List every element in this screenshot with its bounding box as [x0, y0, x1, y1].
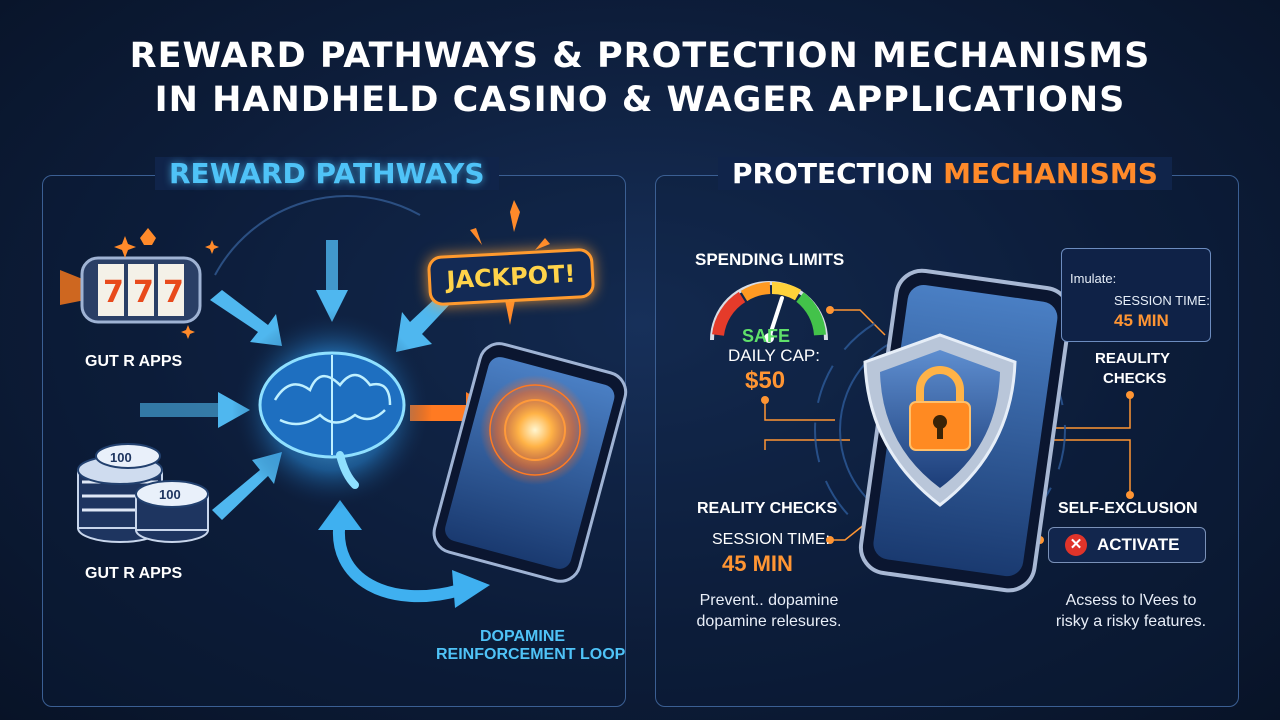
- main-title-line2: IN HANDHELD CASINO & WAGER APPLICATIONS: [154, 80, 1126, 120]
- session-timer-window: Imulate: SESSION TIME: 45 MIN: [1061, 248, 1211, 342]
- poker-chips-icon: [77, 443, 209, 543]
- loop-arrowhead-right: [452, 570, 490, 608]
- chip-value-2: 100: [159, 487, 181, 502]
- jackpot-burst: [470, 200, 550, 325]
- gauge-safe-label: SAFE: [742, 326, 791, 346]
- smartphone-icon-left: [432, 342, 628, 583]
- protection-mechanisms-title: PROTECTION MECHANISMS: [718, 157, 1172, 190]
- window-session-label: SESSION TIME:: [1114, 293, 1210, 308]
- protection-title-part1: PROTECTION: [732, 157, 934, 190]
- chips-apps-label: GUT R APPS: [85, 565, 183, 582]
- self-exclusion-label: SELF-EXCLUSION: [1058, 500, 1198, 517]
- arrow-from-jackpot: [396, 292, 452, 352]
- window-title: Imulate:: [1070, 271, 1117, 286]
- reality-checks-right-2: CHECKS: [1103, 370, 1167, 387]
- reward-pathways-title: REWARD PATHWAYS: [155, 157, 499, 190]
- brain-icon: [232, 310, 432, 510]
- activate-button[interactable]: ✕ ACTIVATE: [1048, 527, 1206, 563]
- prevent-line-1: Prevent.. dopamine: [699, 592, 839, 609]
- access-line-2: risky a risky features.: [1055, 613, 1207, 630]
- daily-cap-value: $50: [745, 367, 786, 394]
- slot-machine-icon: 7 7 7: [60, 228, 202, 324]
- dopamine-loop-label-2: REINFORCEMENT LOOP: [436, 646, 626, 663]
- access-line-1: Acsess to lVees to: [1065, 592, 1197, 609]
- access-description: Acsess to lVees to risky a risky feature…: [1036, 590, 1226, 632]
- daily-cap-label: DAILY CAP:: [728, 346, 820, 365]
- shield-lock-icon: [863, 333, 1017, 507]
- jackpot-badge: JACKPOT!: [426, 247, 596, 307]
- prevent-description: Prevent.. dopamine dopamine relesures.: [684, 590, 854, 632]
- arrow-top: [316, 240, 348, 322]
- spending-limits-label: SPENDING LIMITS: [695, 250, 845, 269]
- reality-checks-right-1: REAULITY: [1095, 350, 1170, 367]
- orbit-arc: [214, 195, 421, 276]
- window-session-value: 45 MIN: [1114, 311, 1169, 330]
- sparkle-icon: [114, 236, 219, 339]
- protection-title-part2: MECHANISMS: [943, 157, 1158, 190]
- svg-text:7: 7: [163, 275, 184, 310]
- chip-value-1: 100: [110, 450, 132, 465]
- close-icon: ✕: [1065, 534, 1087, 556]
- dopamine-loop-label-1: DOPAMINE: [480, 628, 566, 645]
- session-time-label: SESSION TIME:: [712, 531, 830, 548]
- main-title-line1: REWARD PATHWAYS & PROTECTION MECHANISMS: [129, 36, 1151, 76]
- session-time-value: 45 MIN: [722, 551, 793, 576]
- arrow-from-slots: [210, 290, 282, 346]
- svg-text:7: 7: [103, 275, 124, 310]
- prevent-line-2: dopamine relesures.: [696, 613, 842, 630]
- dopamine-loop-arrows: [332, 514, 466, 603]
- reality-checks-left-label: REALITY CHECKS: [697, 500, 838, 517]
- activate-label: ACTIVATE: [1097, 535, 1180, 554]
- svg-text:7: 7: [133, 275, 154, 310]
- slot-apps-label: GUT R APPS: [85, 353, 183, 370]
- loop-arrowhead-up: [318, 500, 362, 530]
- gauge-icon: [710, 281, 828, 343]
